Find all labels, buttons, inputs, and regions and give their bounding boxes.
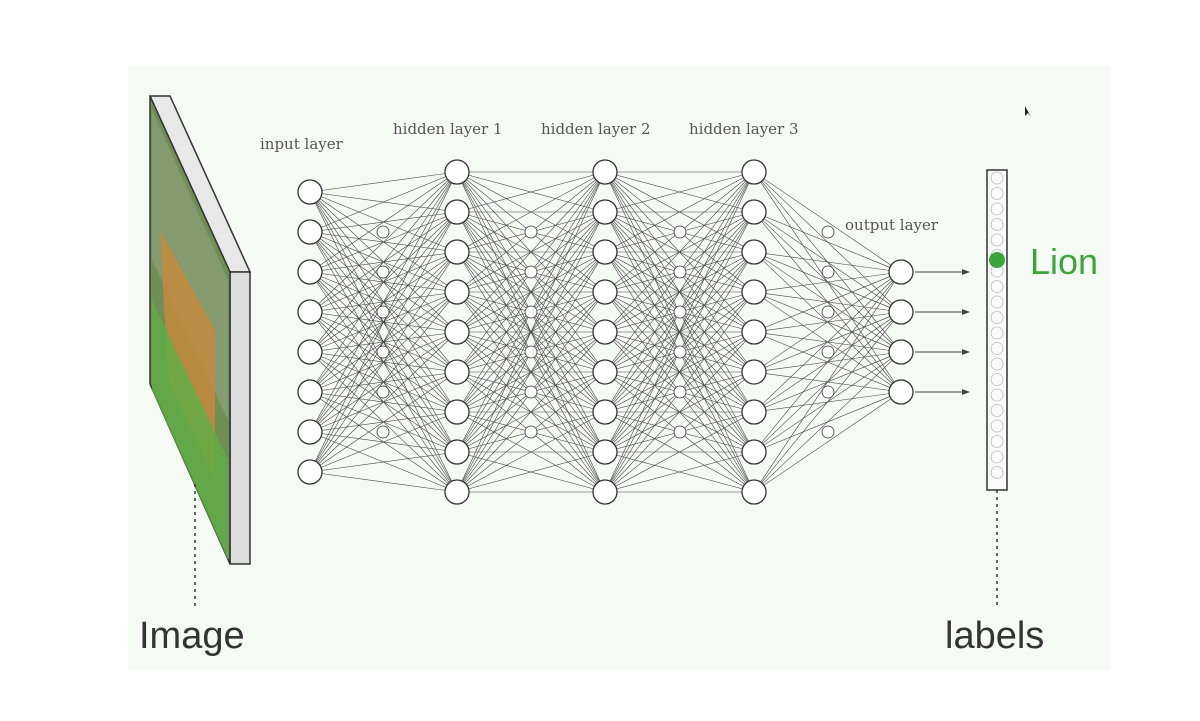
edge	[310, 172, 457, 392]
hidden2-node	[593, 320, 617, 344]
input-node	[298, 380, 322, 404]
hidden3-node	[742, 320, 766, 344]
hidden3-node	[742, 160, 766, 184]
mid3-node	[674, 346, 686, 358]
output-node	[889, 380, 913, 404]
mid4-node	[822, 426, 834, 438]
mid3-node	[674, 266, 686, 278]
input-node	[298, 420, 322, 444]
hidden3-node	[742, 480, 766, 504]
mid4-node	[822, 386, 834, 398]
edge	[754, 272, 901, 452]
mid4-node	[822, 306, 834, 318]
image-caption: Image	[139, 615, 245, 658]
hidden2-node	[593, 200, 617, 224]
hidden2-node	[593, 240, 617, 264]
mid1-node	[377, 226, 389, 238]
mid1-node	[377, 426, 389, 438]
edge	[754, 392, 901, 492]
hidden1-node	[445, 360, 469, 384]
edge	[754, 272, 901, 492]
hidden-layer-2-label: hidden layer 2	[541, 120, 651, 138]
hidden2-node	[593, 360, 617, 384]
mid2-node	[525, 306, 537, 318]
edge	[754, 312, 901, 492]
arrowhead-icon	[962, 389, 970, 395]
hidden1-node	[445, 320, 469, 344]
hidden-layer-1-label: hidden layer 1	[393, 120, 503, 138]
input-node	[298, 340, 322, 364]
mid2-node	[525, 226, 537, 238]
input-node	[298, 180, 322, 204]
mid2-node	[525, 346, 537, 358]
hidden-layer-3-label: hidden layer 3	[689, 120, 799, 138]
arrowhead-icon	[962, 269, 970, 275]
mid2-node	[525, 386, 537, 398]
hidden3-node	[742, 240, 766, 264]
hidden1-node	[445, 480, 469, 504]
arrowhead-icon	[962, 349, 970, 355]
predicted-label-text: Lion	[1030, 241, 1098, 283]
hidden1-node	[445, 440, 469, 464]
arrowhead-icon	[962, 309, 970, 315]
edge	[310, 292, 457, 472]
edge	[754, 272, 901, 332]
edge	[310, 172, 457, 312]
input-node	[298, 460, 322, 484]
hidden3-node	[742, 200, 766, 224]
mouse-cursor-icon	[1025, 106, 1031, 117]
input-node	[298, 300, 322, 324]
hidden1-node	[445, 400, 469, 424]
mid1-node	[377, 306, 389, 318]
edge	[754, 352, 901, 492]
labels-caption: labels	[945, 615, 1044, 658]
edge	[310, 412, 457, 472]
network-nodes	[298, 160, 913, 504]
edge	[310, 172, 457, 232]
edge	[310, 172, 457, 192]
hidden3-node	[742, 280, 766, 304]
output-layer-label: output layer	[845, 216, 939, 234]
mid3-node	[674, 226, 686, 238]
hidden1-node	[445, 200, 469, 224]
input-layer-label: input layer	[260, 135, 344, 153]
mid4-node	[822, 226, 834, 238]
input-node	[298, 260, 322, 284]
output-node	[889, 260, 913, 284]
mid3-node	[674, 386, 686, 398]
edge	[310, 472, 457, 492]
hidden2-node	[593, 480, 617, 504]
mid4-node	[822, 346, 834, 358]
hidden2-node	[593, 400, 617, 424]
hidden1-node	[445, 280, 469, 304]
hidden3-node	[742, 400, 766, 424]
output-node	[889, 300, 913, 324]
mid3-node	[674, 306, 686, 318]
mid2-node	[525, 426, 537, 438]
edge	[310, 452, 457, 472]
input-node	[298, 220, 322, 244]
mid1-node	[377, 346, 389, 358]
hidden3-node	[742, 360, 766, 384]
mid1-node	[377, 266, 389, 278]
hidden3-node	[742, 440, 766, 464]
hidden1-node	[445, 240, 469, 264]
hidden2-node	[593, 160, 617, 184]
hidden2-node	[593, 440, 617, 464]
labels-vector	[987, 170, 1007, 606]
mid3-node	[674, 426, 686, 438]
edge	[310, 252, 457, 472]
edge	[310, 172, 457, 352]
input-image-panel	[150, 96, 250, 606]
predicted-label-dot	[989, 252, 1005, 268]
output-arrows	[915, 269, 970, 395]
mid2-node	[525, 266, 537, 278]
mid4-node	[822, 266, 834, 278]
mid1-node	[377, 386, 389, 398]
edge	[310, 172, 457, 272]
output-node	[889, 340, 913, 364]
hidden2-node	[593, 280, 617, 304]
hidden1-node	[445, 160, 469, 184]
